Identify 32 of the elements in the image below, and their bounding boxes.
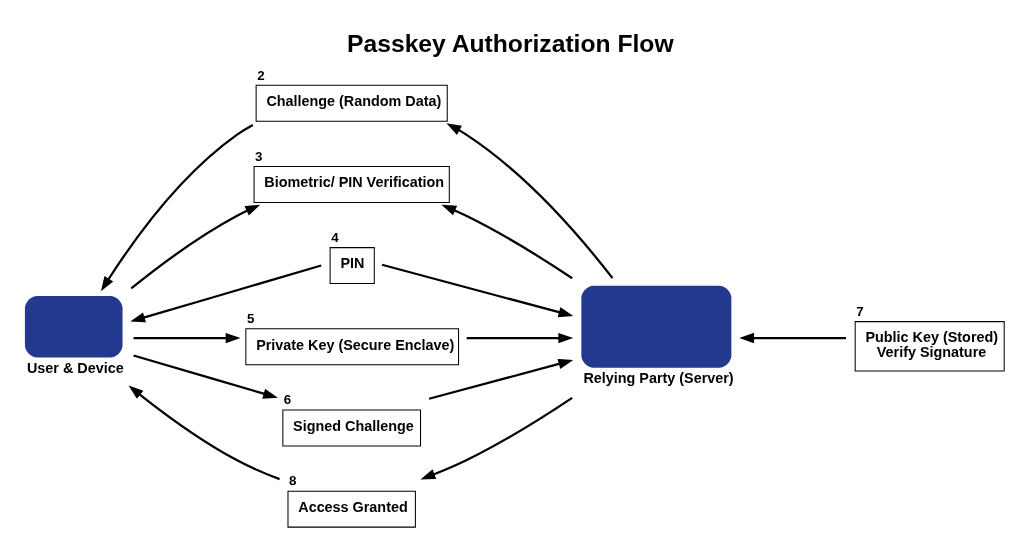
node-box: Public Key (Stored) Verify Signature: [854, 320, 1005, 371]
arrow: [428, 358, 573, 400]
node-box: PIN: [329, 246, 375, 284]
node-label: 7: [855, 303, 864, 319]
node-label: 5: [246, 310, 254, 326]
node-box: Biometric/ PIN Verification: [253, 165, 450, 203]
arrow: [128, 385, 280, 480]
node-label: 4: [330, 229, 339, 245]
arrow: [420, 396, 573, 479]
diagram-title: Passkey Authorization Flow: [346, 29, 674, 57]
arrow: [440, 204, 573, 279]
arrow: [381, 263, 573, 317]
node-box: Private Key (Secure Enclave): [244, 327, 459, 365]
node-box: Challenge (Random Data): [255, 84, 448, 122]
arrow: [466, 332, 573, 343]
arrow: [133, 332, 241, 343]
arrow: [738, 332, 846, 343]
node-box: Access Granted: [286, 490, 416, 528]
arrow: [130, 204, 260, 289]
node-label: 6: [283, 391, 291, 407]
node-label: User & Device: [26, 359, 124, 376]
node-label: Relying Party (Server): [582, 369, 734, 386]
node-label: 8: [288, 472, 296, 488]
node-label: 3: [254, 148, 263, 164]
arrow: [100, 123, 253, 291]
arrow: [132, 353, 278, 399]
arrow: [445, 122, 613, 279]
node-label: 2: [256, 67, 265, 83]
node-box: Signed Challenge: [281, 408, 421, 446]
arrow: [129, 263, 321, 322]
node-box: [580, 285, 731, 368]
node-box: [24, 295, 123, 358]
